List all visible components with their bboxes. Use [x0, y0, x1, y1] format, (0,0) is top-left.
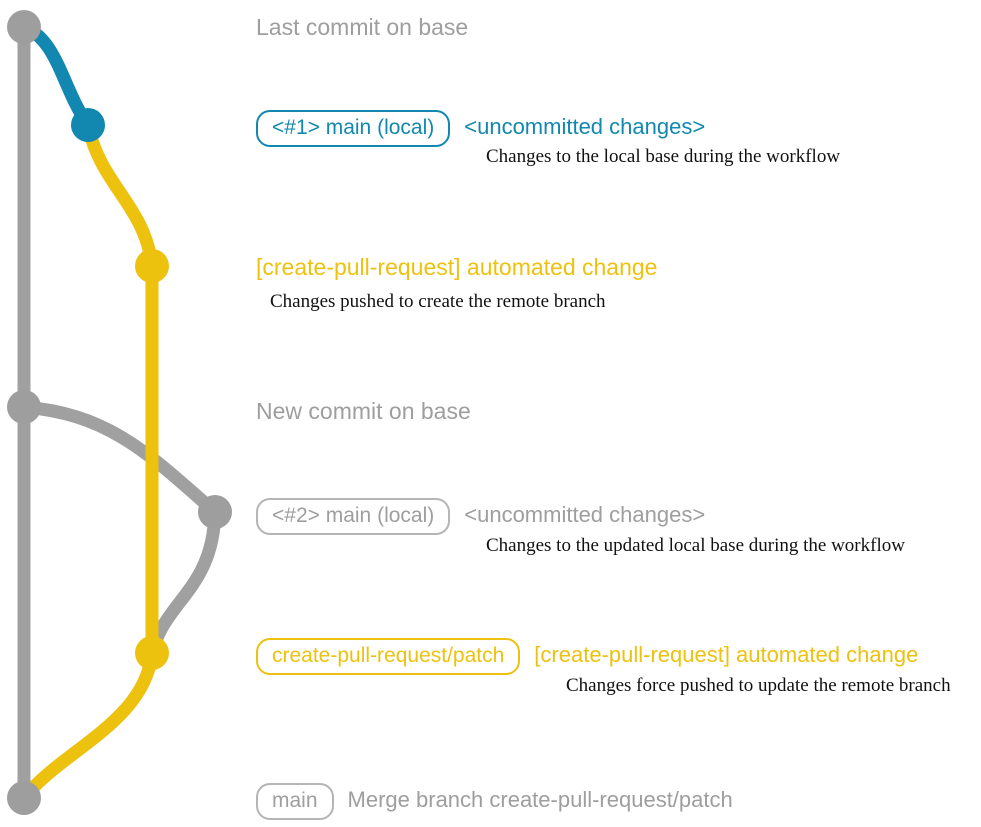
commit-nodes — [7, 10, 232, 815]
commit-row-local-1: <#1> main (local) <uncommitted changes> — [256, 110, 706, 148]
commit-node-local-1[interactable] — [71, 108, 105, 142]
branch-tag-create-pull-request-patch[interactable]: create-pull-request/patch — [256, 638, 521, 676]
commit-subtext-remote-1: Changes pushed to create the remote bran… — [270, 291, 606, 312]
commit-node-remote-1[interactable] — [135, 249, 169, 283]
commit-node-local-2[interactable] — [198, 495, 232, 529]
commit-message-local-2: <uncommitted changes> — [464, 502, 706, 527]
edge-remote-merge-to-base — [17, 646, 159, 805]
commit-label-new-commit-on-base: New commit on base — [256, 398, 471, 424]
edge-local2-to-patch — [145, 505, 222, 660]
commit-subtext-remote-2: Changes force pushed to update the remot… — [566, 675, 951, 696]
commit-row-local-2: <#2> main (local) <uncommitted changes> — [256, 498, 706, 536]
branch-tag-main-local-2[interactable]: <#2> main (local) — [256, 498, 451, 536]
edge-base-to-local1 — [17, 20, 95, 132]
commit-subtext-local-2: Changes to the updated local base during… — [486, 535, 905, 556]
branch-tag-main[interactable]: main — [256, 783, 334, 821]
commit-subtext-local-1: Changes to the local base during the wor… — [486, 146, 841, 167]
commit-message-local-1: <uncommitted changes> — [464, 114, 706, 139]
commit-message-merge: Merge branch create-pull-request/patch — [347, 787, 733, 812]
commit-node-base-new[interactable] — [7, 390, 41, 424]
commit-message-remote-2: [create-pull-request] automated change — [534, 642, 919, 667]
commit-node-base-merge[interactable] — [7, 781, 41, 815]
commit-label-last-commit-on-base: Last commit on base — [256, 14, 469, 40]
commit-node-base-top[interactable] — [7, 10, 41, 44]
commit-row-merge: main Merge branch create-pull-request/pa… — [256, 783, 733, 821]
commit-row-remote-2: create-pull-request/patch [create-pull-r… — [256, 638, 919, 676]
edge-local1-to-remote — [81, 118, 159, 273]
branch-tag-main-local-1[interactable]: <#1> main (local) — [256, 110, 451, 148]
commit-node-remote-2[interactable] — [135, 636, 169, 670]
edge-base-to-local2 — [17, 400, 222, 519]
commit-message-remote-1: [create-pull-request] automated change — [256, 254, 658, 280]
